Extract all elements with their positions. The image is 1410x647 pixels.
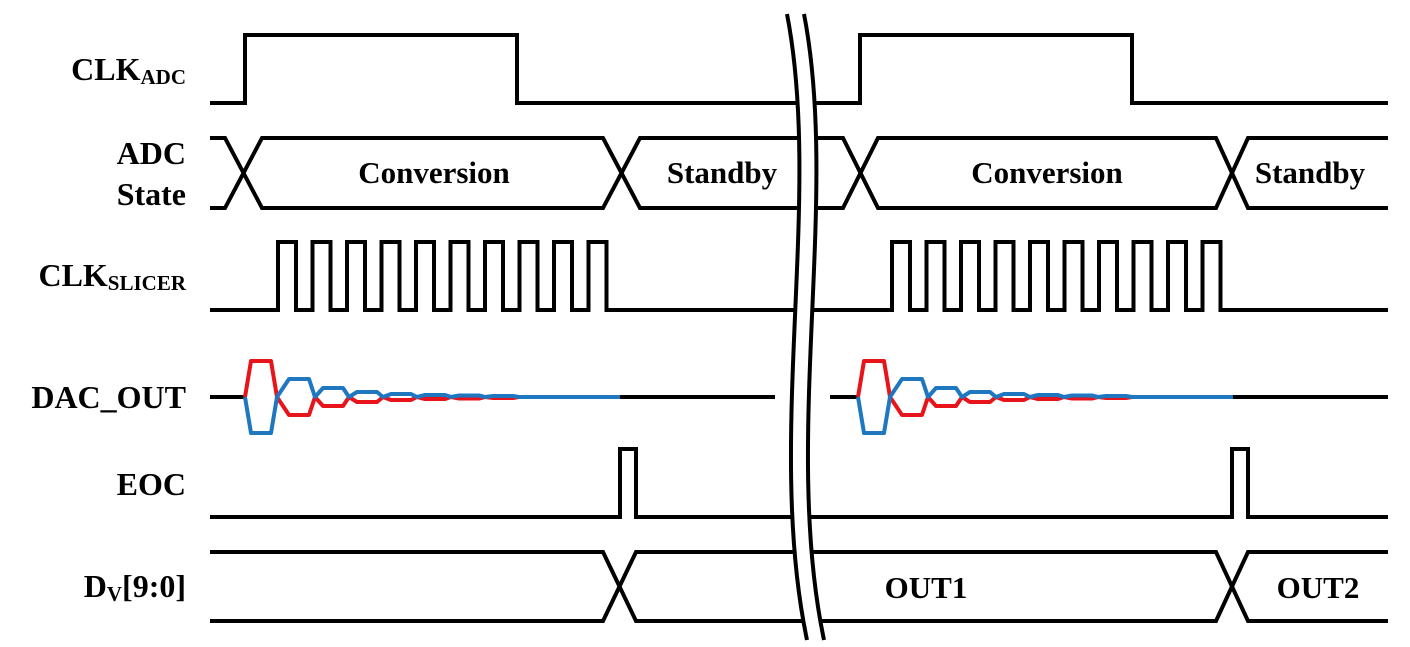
dac-out-wave: [210, 359, 1388, 435]
label-adc-state-line2: State: [117, 176, 186, 212]
clk-slicer-wave: [210, 240, 1388, 312]
adc-state-segment-standby-2: Standby: [1255, 155, 1366, 190]
label-adc-state-line1: ADC: [117, 135, 186, 171]
label-clk-slicer: CLKSLICER: [38, 257, 186, 295]
dv-bus: [210, 550, 1388, 623]
label-dv-bus: DV[9:0]: [84, 568, 186, 606]
dv-segment-out1: OUT1: [885, 570, 968, 605]
adc-state-segment-conversion-2: Conversion: [971, 155, 1123, 190]
eoc-wave: [210, 447, 1388, 519]
time-break-mark: [785, 13, 826, 641]
adc-state-segment-standby-1: Standby: [667, 155, 778, 190]
clk-adc-wave: [210, 33, 1388, 105]
adc-state-bus: [210, 136, 1388, 210]
dv-segment-out2: OUT2: [1277, 570, 1360, 605]
adc-state-segment-conversion-1: Conversion: [358, 155, 510, 190]
label-dac-out: DAC_OUT: [31, 379, 186, 415]
label-clk-adc: CLKADC: [71, 51, 186, 89]
label-eoc: EOC: [117, 466, 186, 502]
